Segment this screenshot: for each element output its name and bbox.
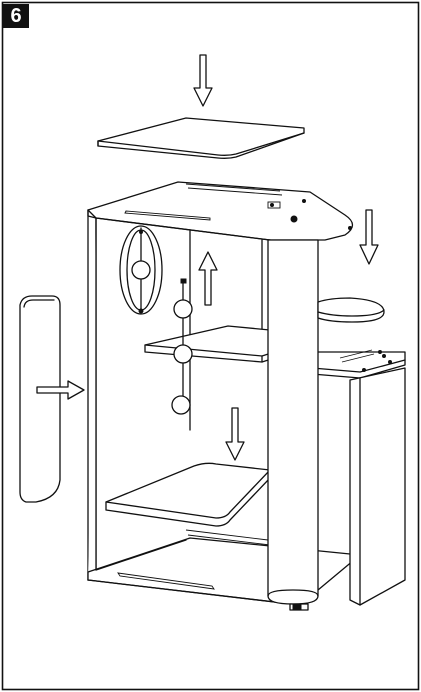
round-platform xyxy=(317,297,385,323)
oval-window xyxy=(119,225,163,315)
cabinet xyxy=(87,181,406,606)
arrow-down-inside xyxy=(225,407,245,461)
arrow-up-inside xyxy=(198,251,218,306)
arrow-down-top xyxy=(193,54,213,107)
top-board xyxy=(97,117,305,159)
side-panel xyxy=(19,295,61,503)
hanging-toy xyxy=(171,278,193,415)
arrow-down-right xyxy=(359,209,379,265)
step-number-badge: 6 xyxy=(3,4,29,28)
bottom-shelf xyxy=(105,462,271,527)
arrow-right-left xyxy=(36,380,85,400)
post xyxy=(267,239,319,611)
